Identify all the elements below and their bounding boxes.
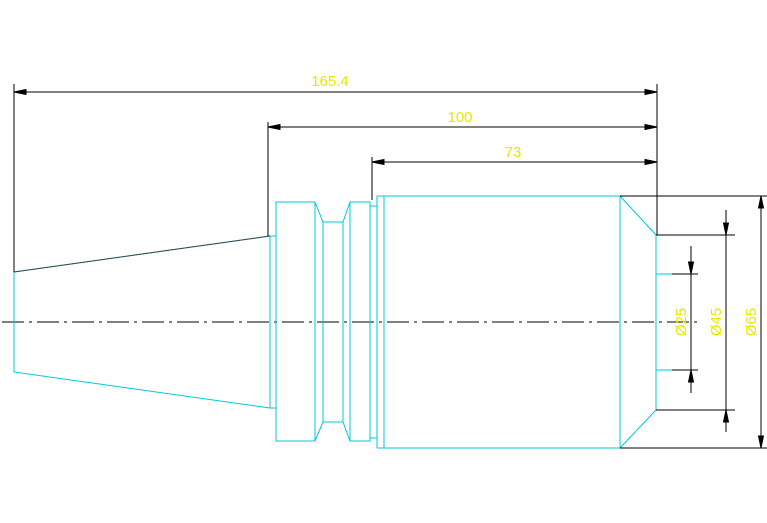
dim-text-d25: Ø25 [673, 308, 690, 336]
dim-text-d65: Ø65 [743, 308, 760, 336]
dim-text-165: 165.4 [311, 73, 349, 90]
dim-text-73: 73 [505, 144, 522, 161]
dimension-texts: 165.4 100 73 Ø25 Ø45 Ø65 [311, 73, 760, 336]
part-outline [13, 195, 672, 449]
dimension-lines [13, 84, 767, 449]
dim-text-d45: Ø45 [708, 308, 725, 336]
dim-text-100: 100 [447, 109, 472, 126]
